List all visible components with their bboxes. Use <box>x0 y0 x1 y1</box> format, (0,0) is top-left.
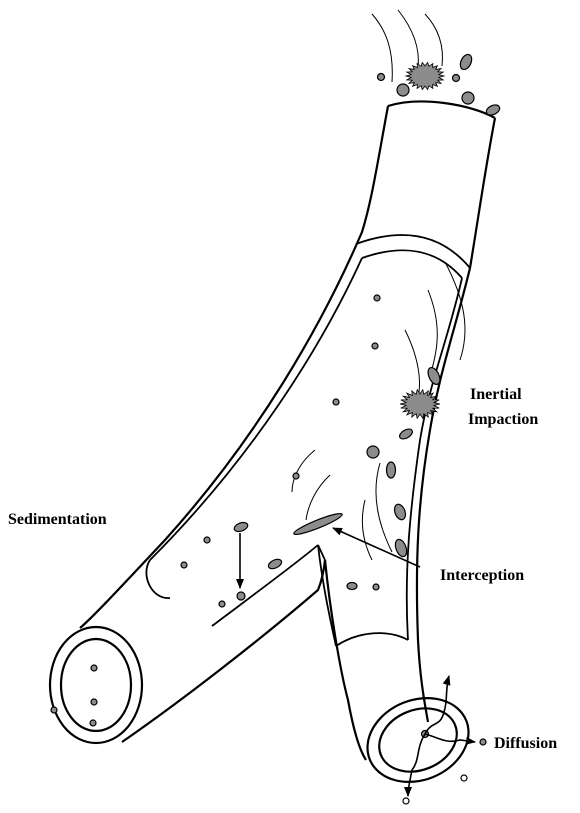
interception-pointer-arrow-icon <box>333 528 420 567</box>
cutaway-left-inner-wall <box>150 258 362 560</box>
particle-icon <box>91 665 97 671</box>
particle-icon <box>393 538 409 558</box>
particle-icon <box>233 521 249 533</box>
particle-icon <box>51 707 57 713</box>
cutaway-lower-inner-wall <box>212 545 318 626</box>
left-branch-lower-wall <box>122 560 325 742</box>
particle-icon <box>453 75 460 82</box>
particle-icon <box>90 720 96 726</box>
airflow-streamlines <box>292 10 465 560</box>
cutaway-left-edge <box>146 560 170 598</box>
particle-icon <box>181 562 187 568</box>
cutaway-right-inner-wall-left <box>318 545 336 646</box>
label-impaction: Impaction <box>468 411 538 428</box>
particle-icon <box>398 427 414 441</box>
particle-icon <box>237 592 245 600</box>
label-interception: Interception <box>440 567 524 584</box>
particle-icon <box>480 739 486 745</box>
particle-icon <box>219 601 225 607</box>
particle-icon <box>378 74 385 81</box>
particle-icon <box>204 537 210 543</box>
main-tube-left-wall <box>80 106 388 628</box>
cutaway-top-edge-inner <box>362 250 462 278</box>
label-diffusion: Diffusion <box>494 735 557 752</box>
spiky-particle-icon <box>400 390 440 419</box>
particle-icon <box>393 503 408 521</box>
particles <box>51 53 501 804</box>
particle-icon <box>387 462 396 478</box>
particle-icon <box>347 583 357 590</box>
label-inertial: Inertial <box>470 386 522 403</box>
left-branch-opening-outer <box>50 627 142 743</box>
particle-icon <box>373 584 379 590</box>
spiky-particle-icon <box>406 63 444 90</box>
right-branch-opening-inner <box>370 697 467 783</box>
particle-icon <box>267 557 283 570</box>
diffusion-path-up-arrow-icon <box>425 676 449 734</box>
particle-icon <box>293 473 299 479</box>
particle-icon <box>372 343 378 349</box>
particle-icon <box>397 84 409 96</box>
interception-particle-icon <box>292 511 343 538</box>
cutaway-window <box>146 235 470 646</box>
particle-icon <box>367 446 379 458</box>
cutaway-bottom-edge <box>336 633 408 646</box>
airway-tube <box>50 102 495 797</box>
particle-icon <box>403 798 409 804</box>
trachea-top-opening <box>388 102 495 118</box>
particle-icon <box>462 92 474 104</box>
diffusion-path-down-arrow-icon <box>408 734 425 796</box>
particle-icon <box>374 295 380 301</box>
particle-icon <box>458 53 474 72</box>
label-sedimentation: Sedimentation <box>8 511 107 528</box>
particle-icon <box>91 699 97 705</box>
particle-icon <box>333 399 339 405</box>
particle-icon <box>461 775 467 781</box>
right-branch-inner-wall <box>325 560 366 760</box>
left-branch-opening-inner <box>61 639 131 731</box>
